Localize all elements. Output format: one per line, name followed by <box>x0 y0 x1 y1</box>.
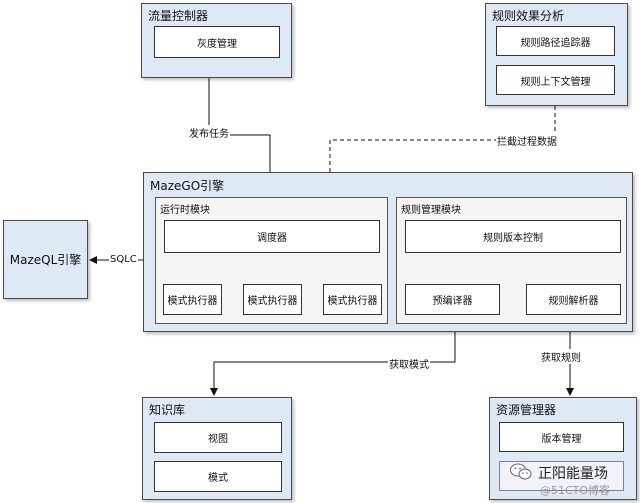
context-manager-box: 规则上下文管理 <box>496 65 615 95</box>
mazego-engine-title: MazeGO引擎 <box>150 179 225 193</box>
precompiler-box: 预编译器 <box>405 284 500 315</box>
version-management-label: 版本管理 <box>541 433 582 445</box>
mode-label: 模式 <box>208 473 228 484</box>
resource-manager-title: 资源管理器 <box>496 403 557 417</box>
edge-publish-task <box>208 78 274 191</box>
effect-analysis-node: 规则效果分析 规则路径追踪器 规则上下文管理 <box>485 3 628 106</box>
knowledge-base-title: 知识库 <box>149 403 186 417</box>
version-control-label: 规则版本控制 <box>483 233 543 244</box>
path-tracker-label: 规则路径追踪器 <box>520 37 591 49</box>
effect-analysis-title: 规则效果分析 <box>492 9 565 23</box>
watermark-sub: @51CTO博客 <box>540 484 611 497</box>
view-label: 视图 <box>208 434 228 445</box>
path-tracker-box: 规则路径追踪器 <box>496 26 615 56</box>
label-get-mode: 获取模式 <box>388 356 430 371</box>
executor-box: 模式执行器 <box>323 284 382 315</box>
label-publish-task: 发布任务 <box>188 125 230 140</box>
executor-box: 模式执行器 <box>163 284 222 315</box>
mode-box: 模式 <box>154 461 282 492</box>
view-box: 视图 <box>154 422 282 453</box>
mazeql-engine-title: MazeQL引擎 <box>9 253 82 267</box>
gray-release-box: 灰度管理 <box>154 26 280 58</box>
rule-parser-box: 规则解析器 <box>526 284 621 315</box>
rule-parser-label: 规则解析器 <box>548 296 599 307</box>
label-intercept-data: 拦截过程数据 <box>496 133 558 148</box>
rule-management-panel: 规则管理模块 规则版本控制 预编译器 规则解析器 <box>396 197 627 324</box>
scheduler-label: 调度器 <box>257 233 287 244</box>
knowledge-base-node: 知识库 视图 模式 <box>142 397 292 500</box>
version-management-box: 版本管理 <box>499 422 624 452</box>
executor-box: 模式执行器 <box>243 284 302 315</box>
context-manager-label: 规则上下文管理 <box>520 76 591 88</box>
runtime-module-title: 运行时模块 <box>160 205 210 216</box>
precompiler-label: 预编译器 <box>432 296 473 307</box>
watermark-title: 正阳能量场 <box>538 466 608 482</box>
label-sqlc: SQLC <box>109 254 138 265</box>
executor-label: 模式执行器 <box>247 296 298 307</box>
flow-controller-title: 流量控制器 <box>148 9 209 23</box>
label-get-rule: 获取规则 <box>540 349 582 364</box>
executor-label: 模式执行器 <box>167 296 218 307</box>
rule-management-title: 规则管理模块 <box>401 205 461 216</box>
version-control-box: 规则版本控制 <box>405 220 621 253</box>
executor-label: 模式执行器 <box>327 296 378 307</box>
resource-manager-node: 资源管理器 版本管理 <box>489 397 637 500</box>
scheduler-box: 调度器 <box>164 220 380 253</box>
edge-get-mode <box>210 332 456 396</box>
wechat-icon <box>510 463 532 481</box>
runtime-module-panel: 运行时模块 调度器 模式执行器 模式执行器 模式执行器 <box>155 197 388 324</box>
edge-intercept-data <box>326 106 556 191</box>
mazeql-engine-node: MazeQL引擎 <box>3 220 88 299</box>
gray-release-label: 灰度管理 <box>197 38 237 50</box>
flow-controller-node: 流量控制器 灰度管理 <box>141 3 292 78</box>
